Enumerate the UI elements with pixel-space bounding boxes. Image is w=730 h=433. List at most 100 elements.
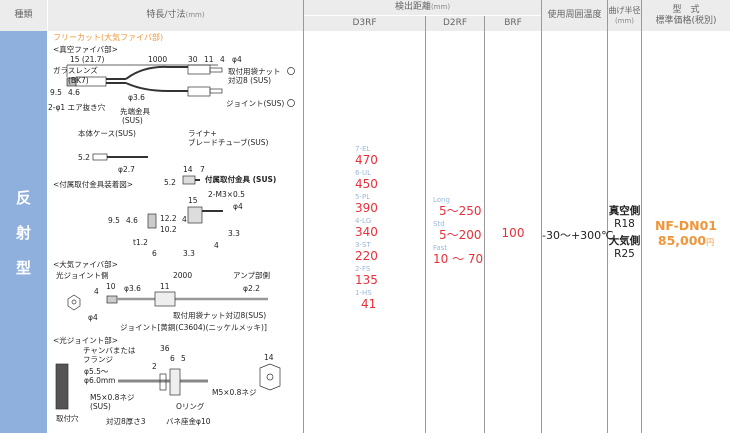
divider — [425, 16, 426, 433]
mount-title: <付属取付金具装着図> — [53, 180, 134, 189]
type-char: 射 — [15, 223, 31, 242]
dim: 14 — [183, 165, 193, 174]
vac-label: 2-φ1 エア抜き穴 — [48, 103, 106, 112]
vac-label-text: 対辺8 (SUS) — [228, 76, 272, 85]
vac-label: 取付用袋ナット対辺8 (SUS) — [228, 67, 281, 85]
header-bend-label: 曲げ半径 — [608, 5, 641, 15]
bend-side: 大気側 — [608, 235, 641, 247]
dim: 5.2 — [78, 153, 90, 162]
d2rf-mode-label: Std — [433, 220, 445, 228]
header-bend-unit: (mm) — [614, 16, 635, 25]
type-char: 型 — [15, 258, 31, 277]
vac-label: ライナ+ブレードチューブ(SUS) — [188, 129, 268, 147]
header-features-label: 特長/寸法 — [146, 10, 186, 20]
dim: 9.5 — [50, 88, 62, 97]
joint-title: <光ジョイント部> — [53, 336, 119, 345]
vac-label: 本体ケース(SUS) — [78, 129, 136, 138]
header-features-unit: (mm) — [185, 11, 205, 19]
dim: 11 — [204, 55, 214, 64]
dim: t1.2 — [133, 238, 148, 247]
header-d2rf: D2RF — [426, 16, 484, 31]
dim: 4 — [94, 287, 99, 296]
dim: 2 — [152, 362, 157, 371]
d3rf-mode-label: 4-LG — [355, 217, 372, 225]
atm-label: 取付用袋ナット対辺8(SUS) — [173, 311, 267, 320]
joint-label: Oリング — [176, 402, 205, 411]
dim: 6 — [152, 249, 157, 258]
bend-value: R25 — [614, 248, 635, 260]
price-unit: 円 — [706, 238, 715, 247]
model-number: NF-DN01 — [654, 218, 718, 233]
joint-label: φ5.5〜φ6.0mm — [84, 367, 116, 385]
dim: 11 — [160, 282, 170, 291]
d3rf-mode-label: 3-ST — [355, 241, 371, 249]
d3rf-value: 450 — [355, 177, 378, 191]
dim: 4 — [214, 241, 219, 250]
joint-label-text: (SUS) — [90, 402, 111, 411]
divider — [303, 0, 304, 433]
atm-label: ジョイント[黄銅(C3604)(ニッケルメッキ)] — [120, 323, 267, 332]
joint-label-text: チャンバまたは — [83, 346, 136, 355]
d3rf-mode-label: 2-FS — [355, 265, 371, 273]
header-model-label: 型 式 — [672, 4, 700, 15]
brf-value: 100 — [501, 226, 525, 240]
joint-label: 穴 — [48, 370, 56, 379]
d3rf-value: 41 — [361, 297, 377, 311]
joint-label-text: φ6.0mm — [84, 376, 116, 385]
vac-title: <真空ファイバ部> — [53, 45, 118, 54]
vac-label: (BK7) — [68, 76, 89, 85]
dim: 6 — [170, 354, 175, 363]
dim: 1000 — [148, 55, 168, 64]
joint-label-text: フランジ — [83, 355, 113, 364]
dim: 4.6 — [68, 88, 80, 97]
dim: 9.5 — [108, 216, 120, 225]
dim: 3.3 — [183, 249, 195, 258]
dim: 15 — [188, 196, 198, 205]
model-price: NF-DN01 85,000円 — [642, 218, 730, 250]
bend-value: R18 — [614, 218, 635, 230]
dim: φ2.2 — [243, 284, 260, 293]
dimension-diagram: フリーカット(大気ファイバ部) <真空ファイバ部> 15 (21.7) 1000… — [48, 31, 303, 433]
d2rf-mode-label: Long — [433, 196, 450, 204]
header-price-label: 標準価格(税別) — [655, 15, 717, 26]
joint-label: M5×0.8ネジ — [212, 388, 257, 397]
d3rf-mode-label: 6-UL — [355, 169, 372, 177]
dim: 10 — [106, 282, 116, 291]
d3rf-value: 220 — [355, 249, 378, 263]
dim: φ2.7 — [118, 165, 135, 174]
header-features: 特長/寸法(mm) — [48, 0, 303, 31]
dim: 15 (21.7) — [70, 55, 105, 64]
dim: 14 — [264, 353, 274, 362]
type-char: 反 — [15, 188, 31, 207]
d2rf-value: 5〜200 — [439, 228, 482, 242]
d2rf-mode-label: Fast — [433, 244, 448, 252]
vac-label: (SUS) — [122, 116, 143, 125]
atm-label: 光ジョイント側 — [56, 271, 109, 280]
dim: φ4 — [232, 55, 242, 64]
d3rf-value: 390 — [355, 201, 378, 215]
atm-label: アンプ部側 — [233, 271, 270, 280]
dim: φ4 — [233, 202, 243, 211]
divider — [641, 0, 642, 433]
d3rf-mode-label: 7-EL — [355, 145, 371, 153]
joint-label: チャンバまたはフランジ — [83, 346, 135, 364]
divider — [541, 0, 542, 433]
temp-value: -30〜+300℃ — [542, 229, 614, 242]
d3rf-mode-label: 1-HS — [355, 289, 372, 297]
header-detect-unit: (mm) — [430, 3, 451, 11]
dim: 30 — [188, 55, 198, 64]
diagram-drawing — [55, 64, 295, 410]
joint-label: 対辺8厚さ3 — [106, 417, 146, 426]
dim: φ3.6 — [128, 93, 145, 102]
d2rf-value: 10 〜 70 — [433, 252, 484, 266]
type-column: 反 射 型 — [0, 31, 47, 433]
mount-label: 付属取付金具 (SUS) — [205, 175, 277, 184]
d2rf-value: 5〜250 — [439, 204, 482, 218]
header-model: 型 式標準価格(税別) — [642, 0, 730, 31]
header-brf: BRF — [485, 16, 541, 31]
dim: 7 — [200, 165, 205, 174]
dim: φ4 — [88, 313, 98, 322]
price-value: 85,000 — [657, 233, 707, 248]
